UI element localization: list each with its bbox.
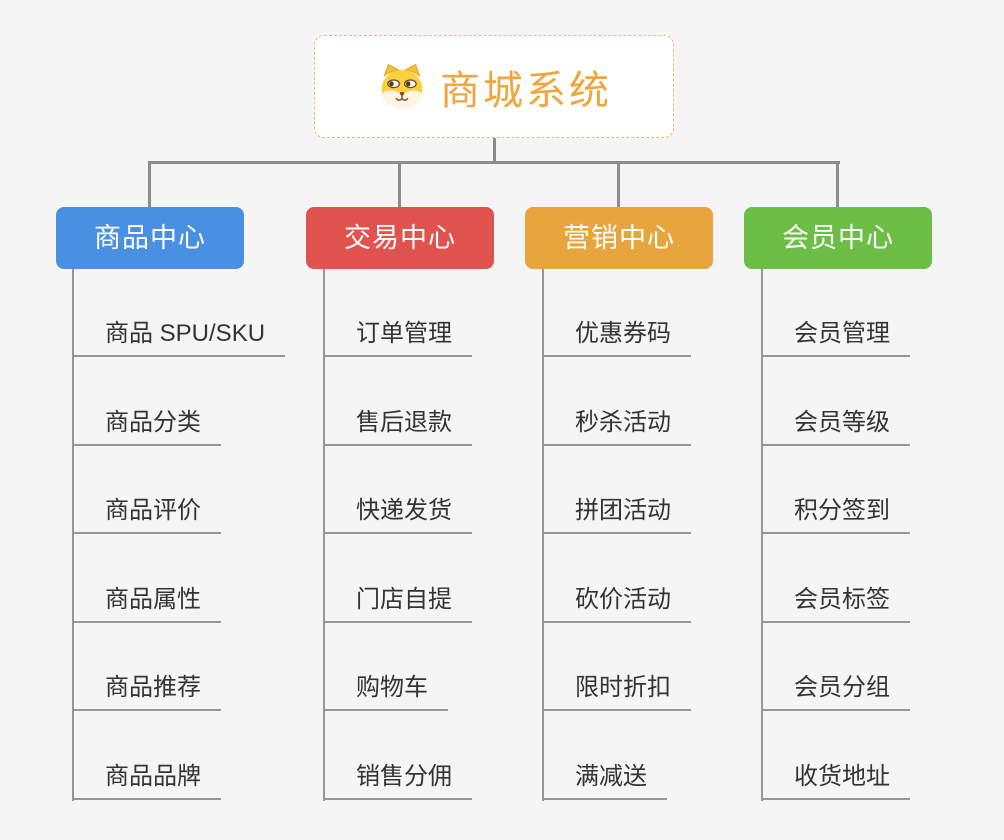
root-node[interactable]: 商城系统	[314, 35, 674, 138]
branch-node-member-center[interactable]: 会员中心	[744, 207, 932, 269]
branch-column-product-center: 商品 SPU/SKU 商品分类 商品评价 商品属性 商品推荐 商品品牌	[72, 269, 312, 803]
leaf-item[interactable]: 商品分类	[72, 410, 221, 446]
branch-node-trade-center[interactable]: 交易中心	[306, 207, 494, 269]
leaf-item[interactable]: 秒杀活动	[542, 410, 691, 446]
branch-trunk-line	[323, 269, 325, 801]
leaf-item[interactable]: 砍价活动	[542, 587, 691, 623]
branch-column-marketing-center: 优惠券码 秒杀活动 拼团活动 砍价活动 限时折扣 满减送	[542, 269, 782, 803]
leaf-item[interactable]: 优惠券码	[542, 321, 691, 357]
branch-trunk-line	[761, 269, 763, 801]
leaf-item[interactable]: 会员标签	[761, 587, 910, 623]
branch-node-marketing-center[interactable]: 营销中心	[525, 207, 713, 269]
root-title: 商城系统	[440, 68, 612, 113]
branch-node-product-center[interactable]: 商品中心	[56, 207, 244, 269]
leaf-item[interactable]: 商品评价	[72, 498, 221, 534]
leaf-item[interactable]: 商品品牌	[72, 764, 221, 800]
leaf-item[interactable]: 会员管理	[761, 321, 910, 357]
dog-face-icon	[381, 63, 423, 109]
leaf-item[interactable]: 售后退款	[323, 410, 472, 446]
branch-column-member-center: 会员管理 会员等级 积分签到 会员标签 会员分组 收货地址	[761, 269, 1001, 803]
leaf-item[interactable]: 商品推荐	[72, 675, 221, 711]
connector-drop-marketing	[617, 163, 620, 207]
branch-column-trade-center: 订单管理 售后退款 快递发货 门店自提 购物车 销售分佣	[323, 269, 563, 803]
leaf-item[interactable]: 订单管理	[323, 321, 472, 357]
leaf-item[interactable]: 商品 SPU/SKU	[72, 321, 286, 357]
leaf-item[interactable]: 快递发货	[323, 498, 472, 534]
leaf-item[interactable]: 商品属性	[72, 587, 221, 623]
leaf-item[interactable]: 收货地址	[761, 764, 910, 800]
connector-drop-product	[148, 163, 151, 207]
branch-trunk-line	[72, 269, 74, 801]
leaf-item[interactable]: 销售分佣	[323, 764, 472, 800]
connector-horizontal-bar	[148, 161, 840, 164]
branch-trunk-line	[542, 269, 544, 801]
leaf-item[interactable]: 会员等级	[761, 410, 910, 446]
leaf-item[interactable]: 门店自提	[323, 587, 472, 623]
leaf-item[interactable]: 限时折扣	[542, 675, 691, 711]
leaf-item[interactable]: 会员分组	[761, 675, 910, 711]
leaf-item[interactable]: 满减送	[542, 764, 667, 800]
connector-root-stub	[493, 138, 496, 164]
leaf-item[interactable]: 购物车	[323, 675, 448, 711]
connector-drop-member	[836, 163, 839, 207]
leaf-item[interactable]: 积分签到	[761, 498, 910, 534]
connector-drop-trade	[398, 163, 401, 207]
leaf-item[interactable]: 拼团活动	[542, 498, 691, 534]
